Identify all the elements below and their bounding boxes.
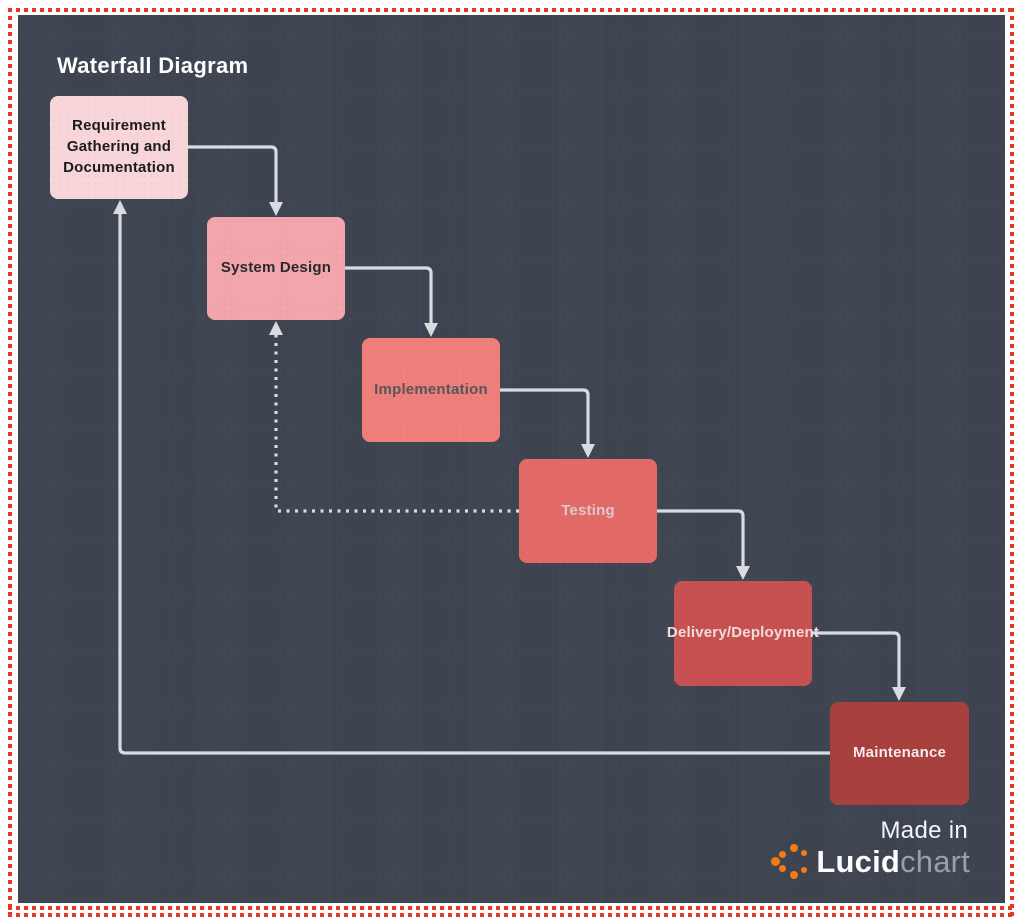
lucidchart-mark-icon — [771, 844, 808, 879]
frame-border-left — [8, 8, 12, 918]
lucidchart-logo[interactable]: Lucidchart — [771, 844, 970, 879]
frame-border-bottom-inner — [8, 913, 1014, 917]
brand-name-bold: Lucid — [816, 844, 901, 879]
node-delivery-deployment[interactable]: Delivery/Deployment — [667, 581, 819, 686]
frame-border-right — [1010, 8, 1014, 918]
made-in-label: Made in — [880, 817, 968, 844]
node-system-design[interactable]: System Design — [207, 217, 345, 320]
brand-name-light: chart — [900, 844, 970, 879]
node-maintenance[interactable]: Maintenance — [830, 702, 969, 805]
frame-border-top — [8, 8, 1014, 12]
diagram-title: Waterfall Diagram — [57, 53, 249, 78]
node-testing[interactable]: Testing — [519, 459, 657, 563]
node-requirement-gathering[interactable]: Requirement Gathering and Documentation — [50, 96, 188, 199]
node-implementation[interactable]: Implementation — [362, 338, 500, 442]
frame-border-bottom — [8, 906, 1014, 910]
